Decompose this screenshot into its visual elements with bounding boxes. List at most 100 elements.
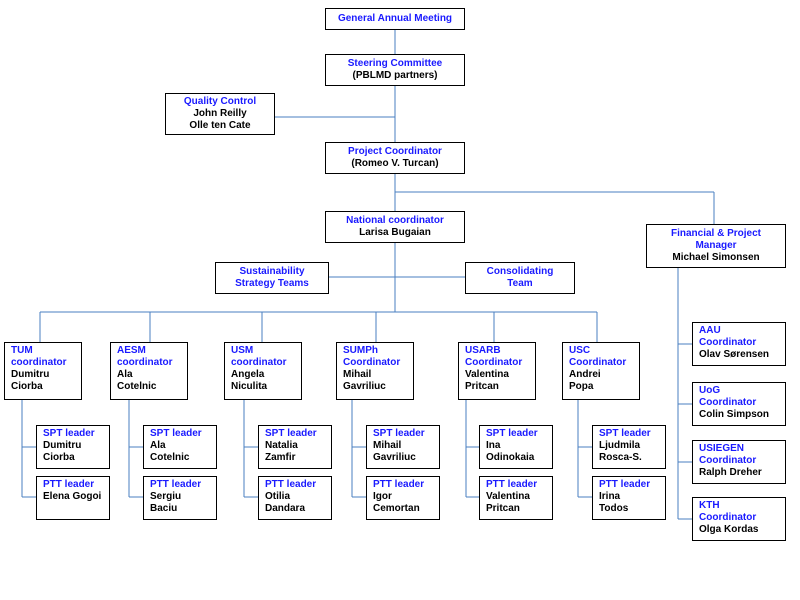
node-name: Niculita (231, 381, 268, 392)
node-title: Coordinator (699, 397, 757, 408)
node-name: Valentina (486, 491, 530, 502)
node-name: Andrei (569, 369, 601, 380)
node-name: Gavriliuc (343, 381, 386, 392)
node-title: coordinator (231, 357, 287, 368)
node-title: SPT leader (265, 428, 317, 439)
node-name: Olle ten Cate (189, 120, 251, 131)
node-title: SPT leader (599, 428, 651, 439)
node-title: USIEGEN (699, 443, 745, 454)
node-name: Colin Simpson (699, 409, 769, 420)
node-title: Coordinator (465, 357, 523, 368)
node-title: USARB (465, 345, 501, 356)
node-name: Ljudmila (599, 440, 641, 451)
node-title: Financial & Project (670, 228, 762, 239)
node-name: Olav Sørensen (699, 349, 770, 360)
node-name: Pritcan (465, 381, 499, 392)
node-title: AAU (699, 325, 721, 336)
node-title: Quality Control (183, 96, 257, 107)
node-title: Consolidating (486, 266, 554, 277)
node-name: Valentina (465, 369, 509, 380)
node-title: PTT leader (599, 479, 651, 490)
node-title: SUMPh (343, 345, 378, 356)
node-title: Coordinator (699, 512, 757, 523)
node-title: KTH (699, 500, 720, 511)
node-name: Todos (599, 503, 629, 514)
node-title: PTT leader (43, 479, 95, 490)
node-name: Zamfir (265, 452, 296, 463)
node-name: Mihail (343, 369, 372, 380)
node-title: SPT leader (150, 428, 202, 439)
node-title: Coordinator (699, 455, 757, 466)
node-name: Angela (231, 369, 265, 380)
node-title: SPT leader (373, 428, 425, 439)
node-name: Gavriliuc (373, 452, 416, 463)
node-title: coordinator (117, 357, 173, 368)
node-name: Ciorba (43, 452, 75, 463)
node-title: Manager (695, 240, 737, 251)
node-title: USM (231, 345, 254, 356)
node-name: Ralph Dreher (699, 467, 762, 478)
node-name: Cotelnic (117, 381, 157, 392)
node-name: Odinokaia (486, 452, 535, 463)
node-title: Steering Committee (347, 58, 443, 69)
node-name: Otilia (265, 491, 291, 502)
node-name: Olga Kordas (699, 524, 759, 535)
node-title: National coordinator (346, 215, 444, 226)
node-title: Sustainability (239, 266, 305, 277)
node-name: Cotelnic (150, 452, 190, 463)
node-name: (Romeo V. Turcan) (351, 158, 439, 169)
node-title: General Annual Meeting (337, 13, 453, 24)
node-title: Team (507, 278, 533, 289)
node-name: Natalia (265, 440, 298, 451)
node-name: Dandara (265, 503, 306, 514)
node-name: Larisa Bugaian (359, 227, 431, 238)
node-title: PTT leader (486, 479, 538, 490)
node-name: Ina (486, 440, 501, 451)
node-title: SPT leader (43, 428, 95, 439)
node-title: Coordinator (343, 357, 401, 368)
node-name: John Reilly (193, 108, 247, 119)
node-name: Sergiu (150, 491, 182, 502)
node-sc: Steering Committee(PBLMD partners) (325, 54, 465, 86)
node-title: Strategy Teams (235, 278, 309, 289)
node-name: Igor (373, 491, 392, 502)
node-name: Cemortan (373, 503, 420, 514)
node-title: Coordinator (569, 357, 627, 368)
node-title: SPT leader (486, 428, 538, 439)
node-title: Project Coordinator (348, 146, 442, 157)
node-name: Elena Gogoi (43, 491, 102, 502)
node-name: Michael Simonsen (672, 252, 760, 263)
node-name: Ala (117, 369, 133, 380)
node-gam: General Annual Meeting (325, 8, 465, 30)
node-name: Mihail (373, 440, 402, 451)
node-pc: Project Coordinator(Romeo V. Turcan) (325, 142, 465, 174)
node-name: Dumitru (43, 440, 82, 451)
node-name: Dumitru (11, 369, 50, 380)
node-name: Irina (599, 491, 621, 502)
node-name: Rosca-S. (599, 452, 642, 463)
